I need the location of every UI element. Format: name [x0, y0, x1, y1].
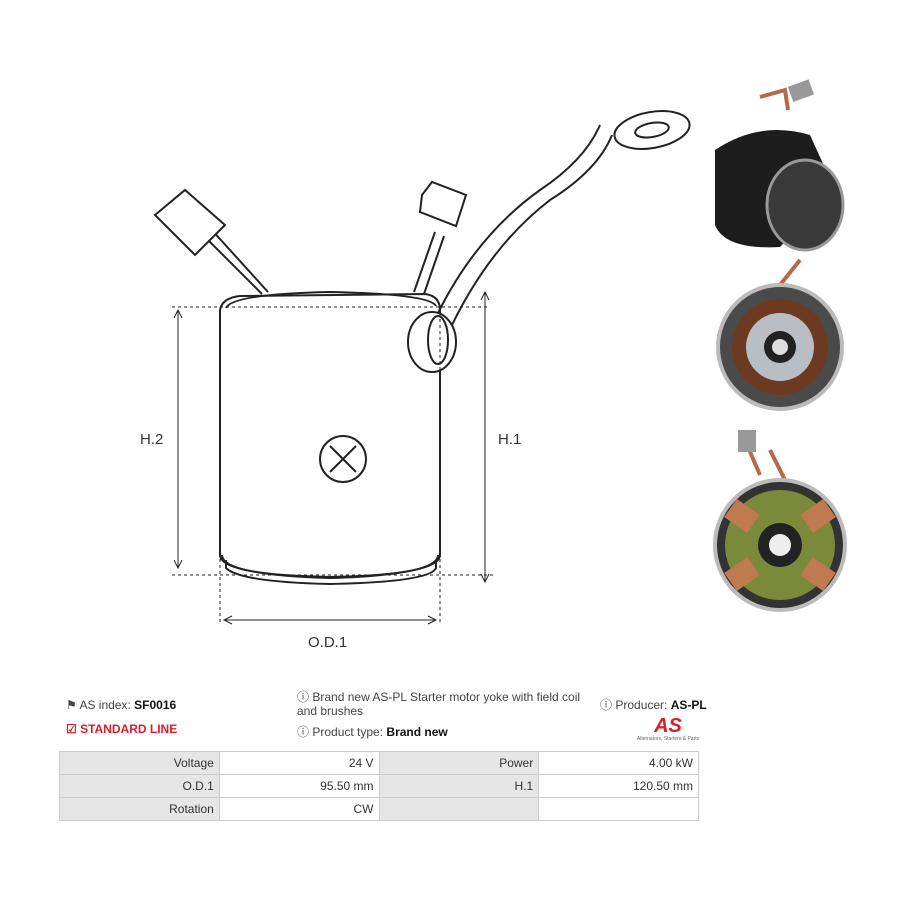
tags-icon: ⚑: [66, 698, 77, 712]
producer: ⓘ Producer: AS-PL: [600, 698, 707, 712]
technical-drawing: H.2 H.1 O.D.1: [140, 110, 691, 651]
photo-end-view: [716, 258, 844, 411]
description: ⓘ Brand new AS-PL Starter motor yoke wit…: [297, 690, 587, 718]
table-row: Rotation CW: [59, 797, 699, 821]
as-index-label: AS index:: [79, 698, 131, 712]
specs-table: Voltage 24 V Power 4.00 kW O.D.1 95.50 m…: [59, 751, 699, 821]
spec-key: [378, 797, 540, 821]
table-row: Voltage 24 V Power 4.00 kW: [59, 751, 699, 775]
as-index-value: SF0016: [134, 698, 177, 712]
product-type-label: Product type:: [312, 725, 384, 739]
logo-text: AS: [654, 715, 682, 737]
standard-line-label: STANDARD LINE: [80, 722, 178, 736]
h2-label: H.2: [140, 431, 163, 448]
spec-value: CW: [218, 797, 380, 821]
spec-key: Voltage: [59, 751, 220, 775]
standard-line-badge: ☑ STANDARD LINE: [66, 722, 177, 736]
description-text: Brand new AS-PL Starter motor yoke with …: [297, 690, 581, 718]
h1-label: H.1: [498, 431, 521, 448]
spec-key: Power: [378, 751, 540, 775]
photo-side-view: [715, 79, 845, 252]
spec-value: [538, 797, 699, 821]
spec-key: Rotation: [59, 797, 220, 821]
logo-tagline: Alternators, Starters & Parts: [636, 736, 700, 742]
spec-key: H.1: [378, 774, 540, 798]
product-type-value: Brand new: [386, 725, 448, 739]
info-icon: ⓘ: [297, 725, 310, 739]
spec-key: O.D.1: [59, 774, 220, 798]
as-index: ⚑ AS index: SF0016: [66, 698, 176, 712]
producer-value: AS-PL: [670, 698, 707, 712]
spec-value: 24 V: [218, 751, 380, 775]
spec-value: 4.00 kW: [538, 751, 699, 775]
info-icon: ⓘ: [600, 698, 613, 712]
spec-value: 95.50 mm: [218, 774, 380, 798]
checkbox-icon: ☑: [66, 722, 77, 736]
producer-label: Producer:: [615, 698, 668, 712]
as-pl-logo: AS Alternators, Starters & Parts: [636, 716, 700, 742]
info-icon: ⓘ: [297, 690, 310, 704]
od1-label: O.D.1: [308, 634, 347, 651]
product-type: ⓘ Product type: Brand new: [297, 725, 448, 739]
table-row: O.D.1 95.50 mm H.1 120.50 mm: [59, 774, 699, 798]
product-photos: [713, 79, 847, 612]
spec-value: 120.50 mm: [538, 774, 699, 798]
photo-brush-view: [713, 430, 847, 612]
